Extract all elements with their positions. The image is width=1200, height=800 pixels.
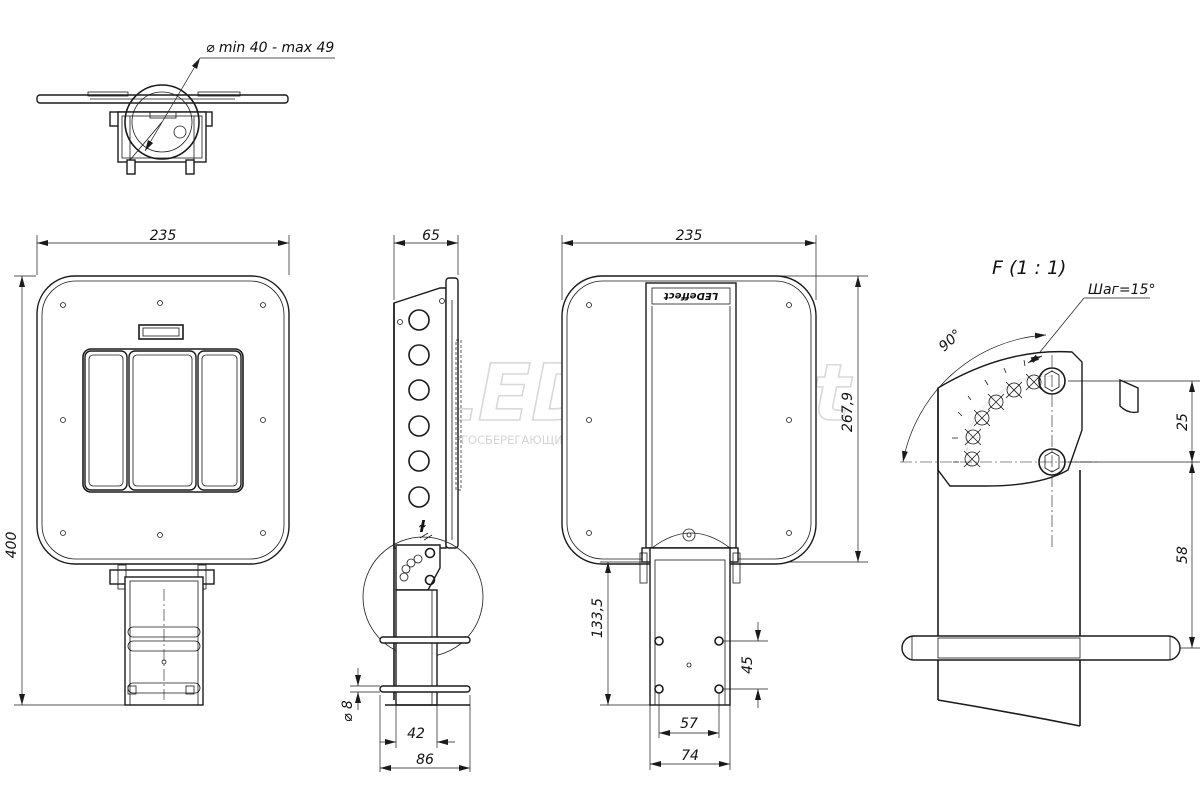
- rear-bracket: [649, 547, 731, 706]
- side-housing: [393, 287, 447, 549]
- detail-bolt-rod: [901, 635, 1181, 661]
- dim-pipe-diameter: ⌀ min 40 - max 49: [206, 40, 334, 56]
- rear-heatsink: [645, 282, 737, 549]
- rear-view: 235 267,9 LEDeffect 133,5: [561, 228, 868, 770]
- rear-brand-label: LEDeffect: [663, 290, 718, 301]
- detail-step-label: Шаг=15°: [1088, 282, 1155, 298]
- front-indicator: [138, 324, 184, 340]
- detail-title: F (1 : 1): [992, 257, 1066, 279]
- top-view: ⌀ min 40 - max 49: [36, 40, 335, 175]
- front-lens-group: [82, 348, 244, 493]
- lens-right: [197, 350, 242, 491]
- dim-rear-width: 235: [676, 228, 703, 244]
- front-view: 235 400: [4, 228, 290, 706]
- dim-bolt-diameter: ⌀ 8: [340, 700, 356, 722]
- dim-side-outer: 86: [416, 752, 434, 768]
- dim-rear-hole-vertical: 45: [740, 656, 756, 674]
- dim-front-height: 400: [4, 532, 20, 559]
- detail-view-f: F (1 : 1) 90°: [900, 257, 1200, 727]
- detail-angle-label: 90°: [936, 326, 965, 355]
- top-bracket: [117, 111, 207, 163]
- dim-rear-hole-horizontal: 57: [680, 716, 698, 732]
- dim-side-depth: 65: [422, 228, 440, 244]
- lens-left: [84, 350, 128, 491]
- dim-detail-lower: 58: [1175, 546, 1191, 564]
- lens-center: [128, 350, 197, 491]
- dim-rear-body-height: 267,9: [840, 392, 856, 432]
- side-view: 65 ɫ ⌀ 8 42: [340, 228, 484, 772]
- dim-front-width: 235: [150, 228, 177, 244]
- svg-text:ɫ: ɫ: [418, 517, 427, 536]
- dim-rear-bracket-width: 74: [681, 748, 699, 764]
- dim-detail-upper: 25: [1175, 413, 1191, 431]
- dim-rear-bracket-height: 133,5: [590, 598, 606, 638]
- dim-side-inner: 42: [407, 726, 425, 742]
